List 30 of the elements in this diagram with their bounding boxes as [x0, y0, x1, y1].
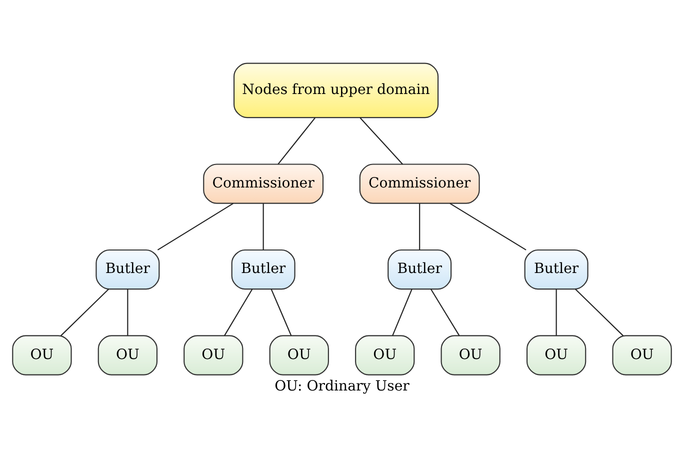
node-box: OU [98, 334, 158, 375]
connector [430, 288, 460, 336]
node-box: Butler [96, 248, 160, 290]
node-box: Butler [231, 248, 296, 290]
node-box: OU [526, 334, 586, 375]
node-box: OU [269, 334, 329, 375]
node-box: Butler [524, 248, 588, 290]
caption: OU: Ordinary User [274, 378, 410, 394]
connector [60, 288, 110, 336]
connector [270, 288, 292, 336]
connector [574, 288, 624, 336]
connector [556, 288, 557, 336]
connector [157, 202, 234, 250]
connector [278, 117, 316, 164]
connector [262, 202, 264, 250]
node-box: Commissioner [359, 163, 480, 204]
node-box: Nodes from upper domain [233, 62, 439, 118]
node-box: OU [12, 334, 72, 375]
node-box: Butler [388, 248, 452, 290]
connector [450, 202, 526, 250]
node-box: OU [184, 334, 244, 375]
node-box: Commissioner [203, 163, 324, 204]
connector [224, 288, 253, 336]
node-box: OU [440, 334, 500, 375]
connector [127, 288, 128, 336]
node-box: OU [612, 334, 672, 375]
node-box: OU [355, 334, 415, 375]
connector [392, 288, 412, 336]
connector [419, 202, 420, 250]
connector [360, 117, 404, 164]
